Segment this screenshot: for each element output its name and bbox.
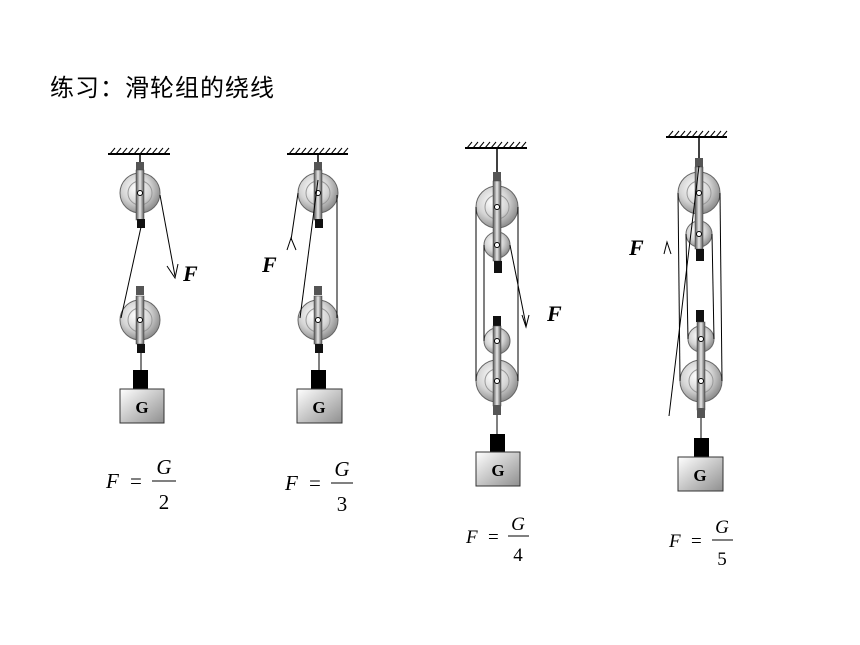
formula-lhs: F (284, 471, 298, 495)
fixed-pulley-1 (119, 169, 161, 228)
formula-eq: = (309, 471, 321, 495)
formula-lhs: F (105, 469, 119, 493)
formula-eq: = (488, 527, 499, 548)
formula-1: F = G 2 (105, 455, 176, 514)
system-1: G F F = G 2 (105, 147, 198, 514)
ceiling-2 (287, 147, 349, 155)
formula-lhs: F (668, 531, 681, 552)
rope-3 (475, 207, 530, 434)
ceiling-1 (108, 147, 170, 155)
formula-2: F = G 3 (284, 457, 353, 516)
page-title: 练习：滑轮组的绕线 (50, 74, 275, 102)
formula-den: 2 (159, 490, 170, 514)
formula-den: 4 (513, 545, 523, 566)
formula-eq: = (691, 531, 702, 552)
weight-label: G (491, 461, 504, 480)
formula-4: F = G 5 (668, 517, 733, 570)
system-2: G F F = G 3 (261, 147, 353, 516)
force-label: F (261, 252, 277, 277)
formula-den: 5 (717, 549, 727, 570)
rope-1 (120, 194, 179, 370)
fixed-pulley-3 (475, 180, 519, 273)
weight-2: G (296, 388, 343, 424)
system-3: G F F = G 4 (465, 141, 562, 566)
movable-pulley-2 (297, 286, 339, 353)
force-label: F (546, 301, 562, 326)
weight-3: G (475, 451, 521, 487)
formula-3: F = G 4 (465, 514, 529, 566)
movable-pulley-3 (475, 316, 519, 415)
system-4: G F F = G 5 (628, 130, 733, 570)
force-label: F (182, 261, 198, 286)
fixed-pulley-4 (677, 166, 721, 261)
movable-pulley-1 (119, 286, 161, 353)
formula-num: G (715, 517, 729, 538)
weight-label: G (135, 398, 148, 417)
formula-num: G (334, 457, 349, 481)
force-label: F (628, 235, 644, 260)
ceiling-3 (465, 141, 527, 149)
formula-eq: = (130, 469, 142, 493)
weight-label: G (693, 466, 706, 485)
formula-num: G (156, 455, 171, 479)
rope-4 (663, 165, 723, 438)
fixed-pulley-2 (297, 169, 339, 228)
formula-den: 3 (337, 492, 348, 516)
movable-pulley-4 (679, 310, 723, 418)
weight-4: G (677, 456, 724, 492)
weight-label: G (312, 398, 325, 417)
formula-lhs: F (465, 527, 478, 548)
formula-num: G (511, 514, 525, 535)
weight-1: G (119, 388, 165, 424)
ceiling-4 (666, 130, 728, 138)
rope-2 (286, 179, 338, 370)
